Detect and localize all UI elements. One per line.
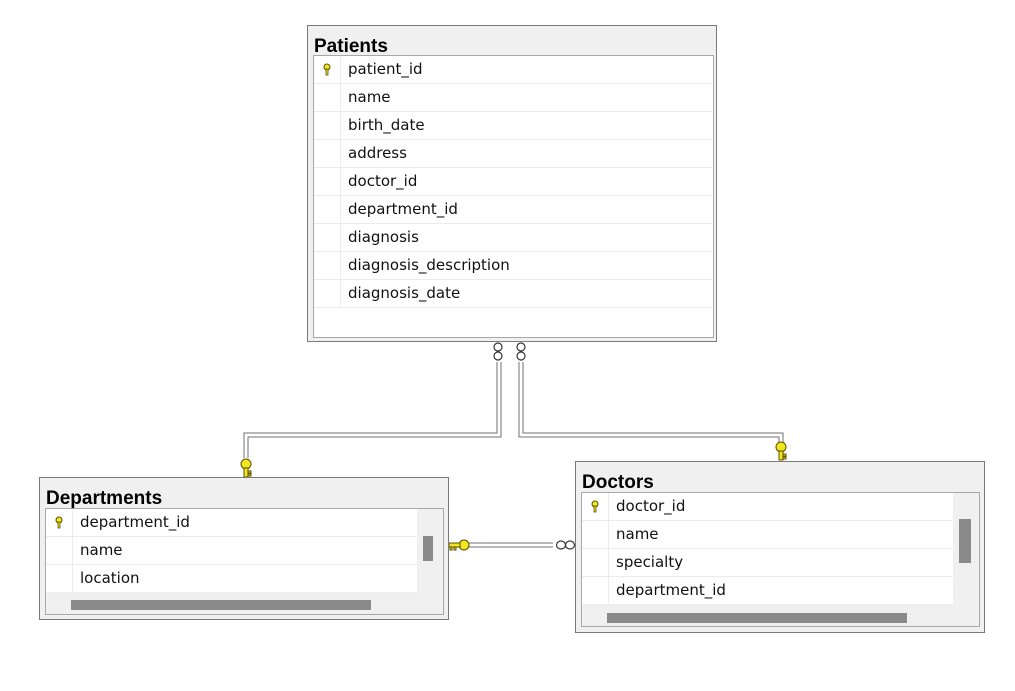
field-row[interactable]: location: [46, 565, 417, 593]
field-row[interactable]: name: [314, 84, 713, 112]
field-row[interactable]: address: [314, 140, 713, 168]
field-row[interactable]: birth_date: [314, 112, 713, 140]
key-icon: [323, 63, 331, 76]
field-name: specialty: [616, 553, 684, 571]
infinity-icon: [555, 540, 576, 550]
column-grid: department_id name location: [45, 508, 444, 615]
field-row[interactable]: diagnosis: [314, 224, 713, 252]
field-row[interactable]: patient_id: [314, 56, 713, 84]
vertical-scrollbar[interactable]: [423, 536, 433, 561]
field-name: patient_id: [348, 60, 423, 78]
field-row[interactable]: department_id: [314, 196, 713, 224]
column-grid: doctor_id name specialty department_id: [581, 492, 980, 627]
key-icon: [240, 458, 252, 478]
field-name: department_id: [80, 513, 190, 531]
field-name: diagnosis: [348, 228, 419, 246]
field-name: department_id: [348, 200, 458, 218]
key-icon: [775, 441, 787, 461]
scroll-gutter: [417, 509, 443, 614]
infinity-icon: [516, 342, 526, 361]
field-row[interactable]: name: [46, 537, 417, 565]
field-row[interactable]: specialty: [582, 549, 953, 577]
departments-table[interactable]: Departments department_id name location: [39, 477, 449, 620]
field-row[interactable]: diagnosis_description: [314, 252, 713, 280]
field-name: doctor_id: [616, 497, 686, 515]
horizontal-scrollbar[interactable]: [607, 613, 907, 623]
patients-table[interactable]: Patients patient_id name birth_date addr…: [307, 25, 717, 342]
key-icon: [448, 539, 470, 551]
field-name: department_id: [616, 581, 726, 599]
field-name: name: [348, 88, 391, 106]
field-name: birth_date: [348, 116, 425, 134]
field-name: location: [80, 569, 140, 587]
field-name: address: [348, 144, 407, 162]
field-row[interactable]: doctor_id: [582, 493, 953, 521]
field-row[interactable]: diagnosis_date: [314, 280, 713, 308]
key-icon: [591, 500, 599, 513]
vertical-scrollbar[interactable]: [959, 519, 971, 563]
field-row[interactable]: name: [582, 521, 953, 549]
key-icon: [55, 516, 63, 529]
field-name: diagnosis_date: [348, 284, 461, 302]
field-name: doctor_id: [348, 172, 418, 190]
table-title: Doctors: [582, 472, 654, 493]
field-row[interactable]: department_id: [46, 509, 417, 537]
doctors-table[interactable]: Doctors doctor_id name specialty departm…: [575, 461, 985, 633]
table-title: Departments: [46, 488, 163, 509]
field-row[interactable]: doctor_id: [314, 168, 713, 196]
table-title: Patients: [314, 36, 388, 57]
infinity-icon: [493, 342, 503, 361]
horizontal-scrollbar[interactable]: [71, 600, 371, 610]
field-row[interactable]: department_id: [582, 577, 953, 605]
column-grid: patient_id name birth_date address docto…: [313, 55, 714, 338]
field-name: diagnosis_description: [348, 256, 510, 274]
field-name: name: [616, 525, 659, 543]
field-name: name: [80, 541, 123, 559]
